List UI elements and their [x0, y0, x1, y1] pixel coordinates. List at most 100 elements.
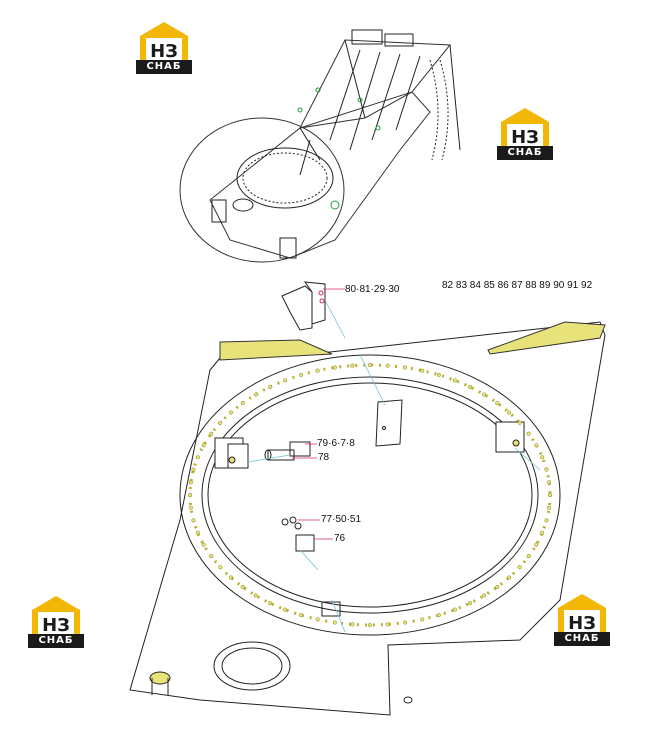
callout-78: 78	[318, 452, 330, 463]
bolt-hole	[507, 410, 512, 415]
bolt-hole	[534, 443, 539, 448]
bolt-hole	[201, 542, 206, 547]
bolt-hole	[540, 455, 545, 460]
bolt-hole	[315, 617, 320, 622]
bolt-hole	[299, 613, 304, 618]
bolt-hole	[228, 410, 233, 415]
logo-mark: НЗ	[511, 127, 539, 146]
bolt-hole	[420, 617, 425, 622]
bolt-hole	[209, 554, 214, 559]
callout-77-50-51: 77·50·51	[321, 514, 362, 525]
overview-frame-assembly	[179, 29, 461, 263]
bolt-hole	[385, 363, 390, 368]
base-plate	[129, 321, 606, 716]
bolt-hole	[283, 607, 288, 612]
bolt-hole	[367, 622, 373, 628]
bolt-hole	[188, 480, 193, 485]
logo-label: СНАБ	[554, 632, 610, 646]
bolt-hole	[367, 362, 373, 368]
bolt-hole	[267, 601, 273, 606]
leader-lines	[292, 288, 345, 540]
callout-79-6-7-8: 79·6·7·8	[317, 438, 355, 449]
logo-label: СНАБ	[136, 60, 192, 74]
bolt-hole	[403, 620, 408, 625]
bolt-hole	[332, 365, 337, 370]
bolt-hole	[253, 392, 258, 397]
bolt-hole	[191, 518, 196, 523]
brand-logo-bottom-right: НЗ СНАБ	[554, 592, 610, 646]
bolt-hole	[540, 530, 545, 535]
brand-logo-top-right: НЗ СНАБ	[497, 106, 553, 160]
bolt-hole	[195, 455, 200, 460]
bolt-hole	[315, 368, 320, 373]
bolt-hole	[436, 372, 441, 377]
bolt-hole	[526, 554, 531, 559]
mounting-bracket	[281, 281, 326, 331]
fastener-set	[281, 516, 315, 552]
callout-80-81-29-30: 80·81·29·30	[345, 284, 400, 295]
bottom-bracket	[321, 601, 341, 617]
bolt-hole	[267, 384, 273, 389]
bolt-hole	[188, 505, 193, 510]
bolt-hole	[495, 401, 500, 406]
bolt-hole	[420, 368, 425, 373]
bolt-hole	[195, 530, 200, 535]
bolt-hole	[240, 401, 245, 406]
bolt-hole	[350, 363, 355, 368]
bolt-hole	[201, 443, 206, 448]
house-icon: НЗ	[140, 22, 188, 60]
bolt-hole	[218, 420, 223, 425]
bolt-hole	[544, 467, 549, 472]
bolt-hole	[403, 365, 408, 370]
bolt-hole	[482, 593, 487, 598]
bolt-hole	[482, 392, 487, 397]
bolt-hole	[253, 593, 258, 598]
logo-mark: НЗ	[568, 613, 596, 632]
bolt-hole	[240, 584, 245, 589]
pin-assembly	[264, 441, 311, 461]
bolt-hole	[228, 575, 233, 580]
bolt-hole	[495, 584, 500, 589]
ring-clamp-left	[214, 437, 249, 469]
house-icon: НЗ	[558, 594, 606, 632]
slewing-ring	[179, 354, 561, 636]
logo-label: СНАБ	[28, 634, 84, 648]
bolt-hole	[526, 431, 531, 436]
logo-mark: НЗ	[150, 41, 178, 60]
bolt-hole	[218, 565, 223, 570]
bolt-hole	[299, 372, 304, 377]
callout-76: 76	[334, 533, 346, 544]
bolt-hole	[436, 613, 441, 618]
bolt-hole	[517, 420, 522, 425]
bolt-holes	[187, 362, 553, 628]
bolt-hole	[467, 601, 473, 606]
ring-clamp-right	[495, 421, 525, 453]
bolt-hole	[534, 542, 539, 547]
bolt-hole	[283, 378, 288, 383]
bolt-hole	[547, 505, 552, 510]
bolt-hole	[544, 518, 549, 523]
bolt-hole	[547, 492, 553, 498]
bolt-hole	[467, 384, 473, 389]
callout-82-92: 82 83 84 85 86 87 88 89 90 91 92	[442, 280, 593, 291]
bolt-hole	[452, 378, 457, 383]
house-icon: НЗ	[501, 108, 549, 146]
bolt-hole	[517, 565, 522, 570]
bolt-hole	[191, 467, 196, 472]
bolt-hole	[452, 607, 457, 612]
house-icon: НЗ	[32, 596, 80, 634]
bolt-hole	[332, 620, 337, 625]
brand-logo-bottom-left: НЗ СНАБ	[28, 594, 84, 648]
guide-lines	[247, 299, 541, 633]
bolt-hole	[187, 492, 193, 498]
brand-logo-top-left: НЗ СНАБ	[136, 20, 192, 74]
bolt-hole	[350, 622, 355, 627]
center-bracket	[375, 399, 403, 447]
bolt-hole	[209, 431, 214, 436]
bolt-hole	[385, 622, 390, 627]
bolt-hole	[547, 480, 552, 485]
logo-mark: НЗ	[42, 615, 70, 634]
bolt-hole	[507, 575, 512, 580]
